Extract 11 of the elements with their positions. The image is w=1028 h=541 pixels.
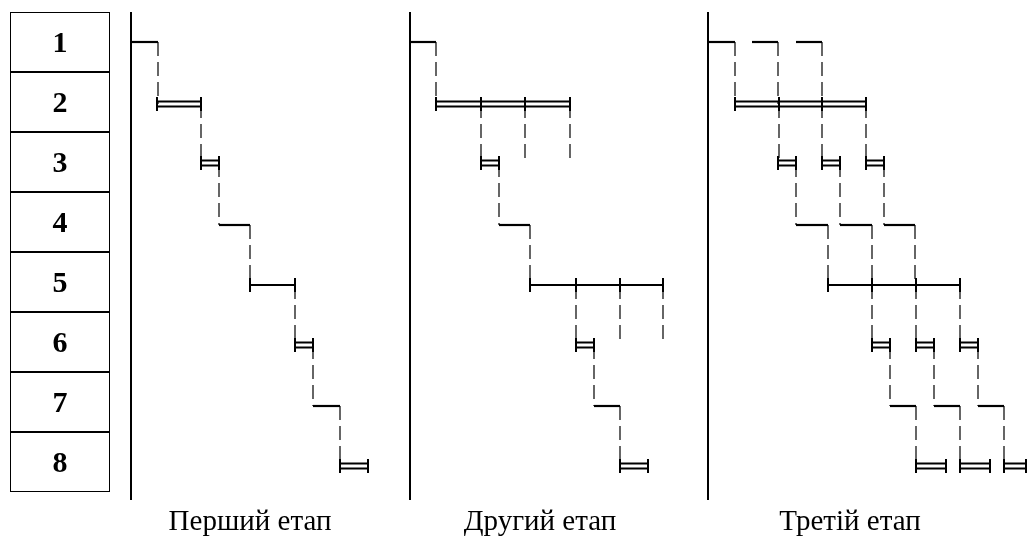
row-number: 4 — [10, 192, 110, 252]
stage-caption: Другий етап — [463, 504, 617, 537]
row-number: 3 — [10, 132, 110, 192]
row-number: 1 — [10, 12, 110, 72]
row-number: 6 — [10, 312, 110, 372]
stage-caption: Третій етап — [779, 504, 921, 537]
row-number: 2 — [10, 72, 110, 132]
stage-caption: Перший етап — [168, 504, 332, 537]
row-number: 8 — [10, 432, 110, 492]
row-number: 5 — [10, 252, 110, 312]
row-number: 7 — [10, 372, 110, 432]
